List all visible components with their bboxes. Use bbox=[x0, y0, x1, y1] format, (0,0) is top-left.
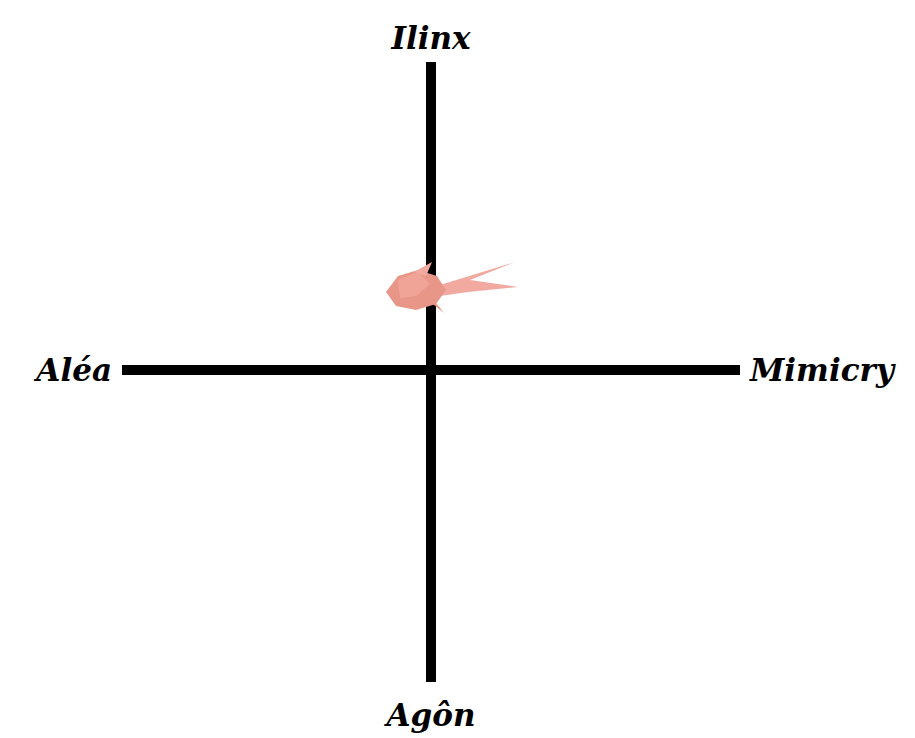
fish-fin bbox=[428, 298, 444, 313]
axis-label: Aléa bbox=[36, 353, 112, 387]
axis-label: Ilinx bbox=[391, 21, 470, 55]
horizontal-axis bbox=[122, 365, 740, 375]
fish-head bbox=[398, 272, 430, 298]
fish-illustration bbox=[386, 262, 518, 313]
fish-body bbox=[386, 270, 446, 310]
axis-label: Mimicry bbox=[750, 353, 894, 387]
fish-tail bbox=[440, 262, 518, 296]
fish-fin bbox=[414, 262, 432, 276]
axis-label: Agôn bbox=[387, 698, 476, 732]
